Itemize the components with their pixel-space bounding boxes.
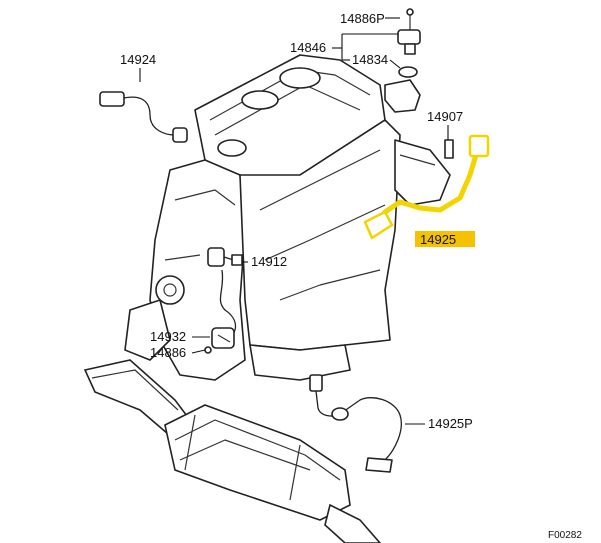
sensor-14924 [99,91,188,143]
catalytic-converter [164,404,382,543]
label-14925: 14925 [420,232,456,247]
sensor-14912 [207,247,243,267]
figure-code: F00282 [548,530,582,541]
label-14846: 14846 [290,40,326,55]
label-14924: 14924 [120,52,156,67]
label-14834: 14834 [352,52,388,67]
label-14932: 14932 [150,329,186,344]
sensor-housing [384,79,421,113]
clip-14907 [444,139,454,159]
leader-lines [139,17,449,425]
label-14912: 14912 [251,254,287,269]
label-14925-highlight [415,231,475,247]
label-14907: 14907 [427,109,463,124]
o-ring-14834 [398,66,418,78]
highlighted-o2-sensor-14925 [363,134,490,240]
label-14886: 14886 [150,345,186,360]
sensor-14925P [309,374,402,473]
sensor-14932 [204,269,237,354]
label-14925P: 14925P [428,416,473,431]
cam-sensor-14846 [397,8,421,55]
engine-block [124,54,451,381]
label-14886P: 14886P [340,11,385,26]
